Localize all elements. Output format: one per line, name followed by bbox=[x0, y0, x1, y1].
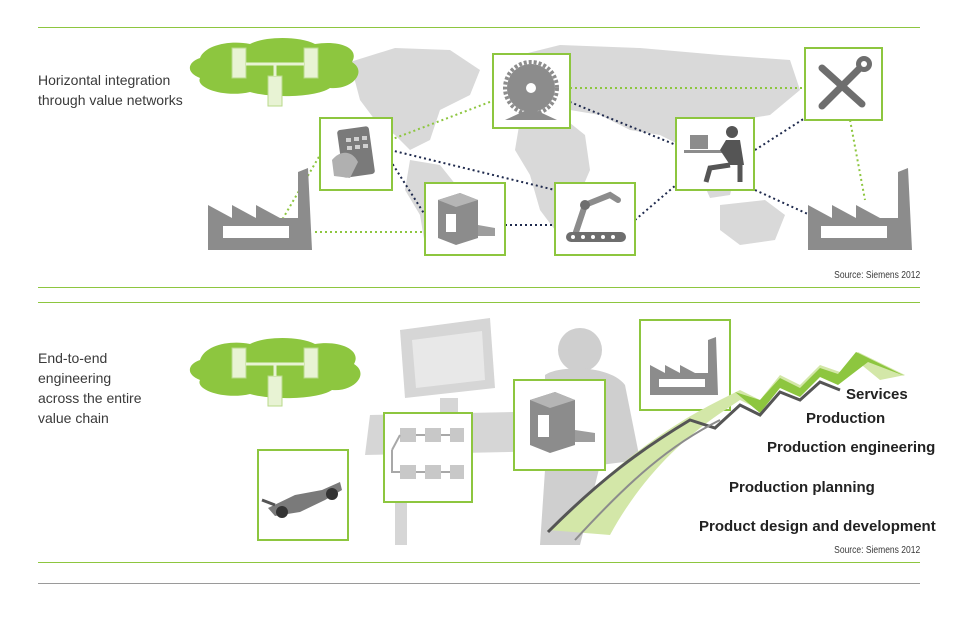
servers-cloud-icon bbox=[189, 38, 359, 107]
top-caption-line: Horizontal integration bbox=[38, 72, 171, 88]
top-source: Source: Siemens 2012 bbox=[834, 270, 920, 281]
factory-icon bbox=[208, 168, 312, 250]
bottom-source: Source: Siemens 2012 bbox=[834, 545, 920, 556]
bottom-caption-line: value chain bbox=[38, 410, 109, 426]
robot-arm-icon bbox=[554, 182, 636, 256]
stage-services: Services bbox=[846, 386, 908, 403]
bottom-caption-line: engineering bbox=[38, 370, 112, 386]
top-caption: Horizontal integration through value net… bbox=[38, 70, 183, 110]
3d-printer-icon bbox=[424, 182, 506, 256]
tablet-hand-icon bbox=[319, 117, 393, 191]
factory-icon bbox=[639, 319, 731, 411]
bottom-caption-line: End-to-end bbox=[38, 350, 108, 366]
saw-blade-icon bbox=[492, 53, 571, 129]
race-car-icon bbox=[257, 449, 349, 541]
divider-rule-3 bbox=[38, 562, 920, 563]
divider-rule-2 bbox=[38, 302, 920, 303]
flowchart-icon bbox=[383, 412, 473, 503]
bottom-caption: End-to-end engineering across the entire… bbox=[38, 348, 142, 428]
stage-production: Production bbox=[806, 410, 885, 427]
tools-icon bbox=[804, 47, 883, 121]
dark-links bbox=[389, 99, 811, 226]
stage-product-design: Product design and development bbox=[699, 518, 936, 535]
top-rule bbox=[38, 27, 920, 28]
top-caption-line: through value networks bbox=[38, 92, 183, 108]
value-chain-ribbon bbox=[546, 352, 905, 541]
servers-cloud-icon bbox=[189, 338, 361, 407]
green-links bbox=[274, 87, 866, 233]
factory-icon bbox=[808, 168, 912, 250]
stage-labels: Services Production Production engineeri… bbox=[699, 386, 936, 535]
desk-worker-icon bbox=[675, 117, 755, 191]
divider-rule-1 bbox=[38, 287, 920, 288]
stage-production-engineering: Production engineering bbox=[767, 439, 935, 456]
stage-production-planning: Production planning bbox=[729, 479, 875, 496]
3d-printer-icon bbox=[513, 379, 606, 471]
bottom-rule bbox=[38, 583, 920, 584]
bottom-caption-line: across the entire bbox=[38, 390, 142, 406]
